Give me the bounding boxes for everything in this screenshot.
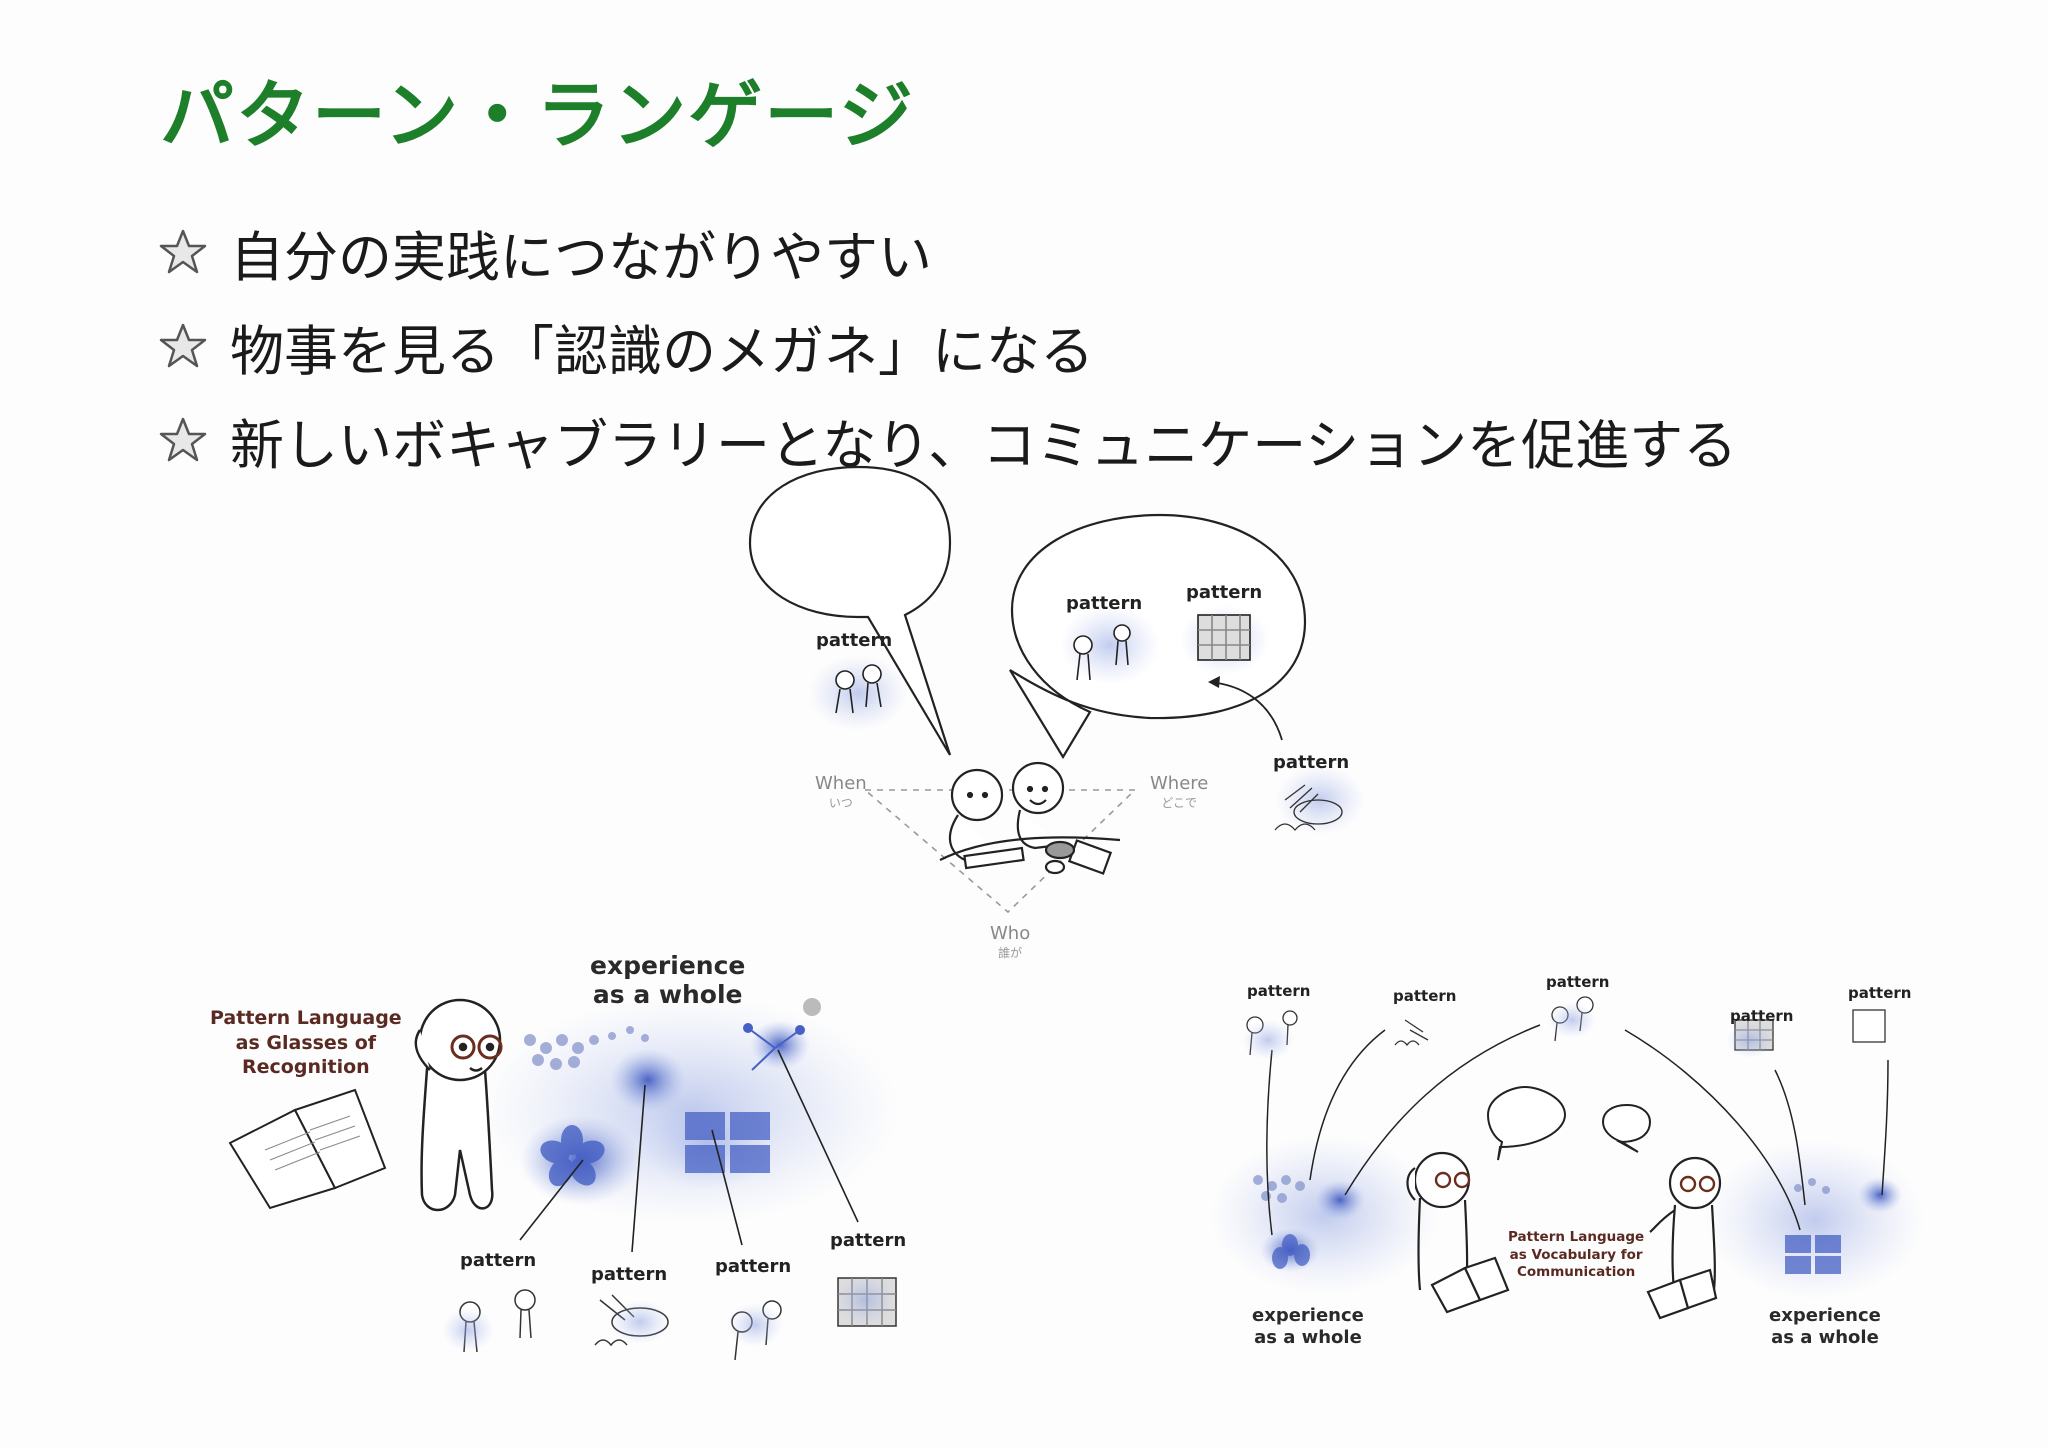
pattern-label: pattern <box>1247 982 1311 1000</box>
pattern-label: pattern <box>460 1250 537 1271</box>
pattern-label: pattern <box>1393 987 1457 1005</box>
where-label: Where どこで <box>1150 773 1209 810</box>
slide-title: パターン・ランゲージ <box>160 73 915 159</box>
pattern-label: pattern <box>1848 984 1912 1002</box>
pattern-label: pattern <box>1273 752 1350 773</box>
pattern-label: pattern <box>1546 973 1610 991</box>
pattern-label: pattern <box>816 630 893 651</box>
when-label: When いつ <box>815 773 867 810</box>
glasses-caption: Pattern Language as Glasses of Recogniti… <box>210 1007 402 1079</box>
star-icon <box>159 323 207 368</box>
experience-label: experience as a whole <box>590 951 746 1009</box>
experience-label: experience as a whole <box>1252 1305 1364 1348</box>
pattern-label: pattern <box>1066 593 1143 614</box>
top-illustration <box>748 465 1365 914</box>
who-label: Who 誰が <box>990 923 1031 960</box>
bullet-text: 自分の実践につながりやすい <box>230 225 932 289</box>
bullet-item: 物事を見る「認識のメガネ」になる <box>158 299 1737 393</box>
star-icon <box>159 229 207 274</box>
experience-label: experience as a whole <box>1769 1305 1881 1348</box>
pattern-label: pattern <box>1186 582 1263 603</box>
bullet-list: 自分の実践につながりやすい 物事を見る「認識のメガネ」になる 新しいボキャブラリ… <box>158 205 1737 487</box>
bullet-text: 新しいボキャブラリーとなり、コミュニケーションを促進する <box>230 413 1738 477</box>
pattern-label: pattern <box>591 1264 668 1285</box>
left-illustration <box>228 995 900 1361</box>
vocabulary-caption: Pattern Language as Vocabulary for Commu… <box>1508 1229 1645 1281</box>
star-icon <box>159 417 207 462</box>
speech-bubble <box>748 465 952 756</box>
bullet-item: 自分の実践につながりやすい <box>158 205 1737 299</box>
bullet-item: 新しいボキャブラリーとなり、コミュニケーションを促進する <box>158 393 1737 487</box>
bullet-text: 物事を見る「認識のメガネ」になる <box>230 319 1094 383</box>
pattern-label: pattern <box>715 1256 792 1277</box>
pattern-label: pattern <box>1730 1007 1794 1025</box>
right-illustration <box>1210 996 1925 1320</box>
pattern-label: pattern <box>830 1230 907 1251</box>
